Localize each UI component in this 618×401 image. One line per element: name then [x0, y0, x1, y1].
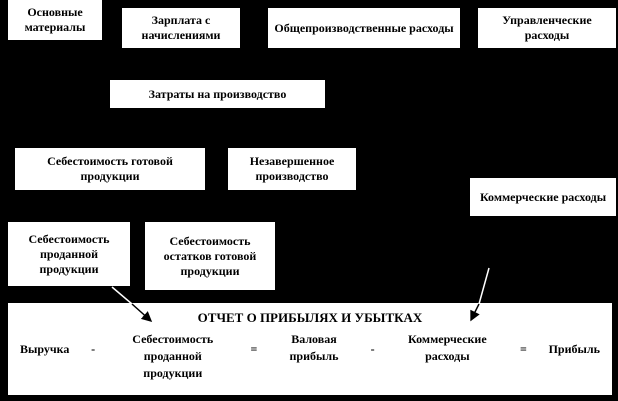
- formula-minus-2: -: [370, 342, 375, 356]
- box-overhead-costs: Общепроизводственные расходы: [268, 8, 460, 48]
- box-admin-costs: Управленческие расходы: [478, 8, 616, 48]
- box-cost-of-goods-sold: Себестоимость проданной продукции: [8, 222, 130, 286]
- formula-equals-2: =: [520, 342, 527, 356]
- formula-profit: Прибыль: [548, 342, 600, 356]
- formula-cogs: Себестоимость проданной продукции: [132, 332, 214, 380]
- report-title: ОТЧЕТ О ПРИБЫЛЯХ И УБЫТКАХ: [197, 310, 423, 325]
- box-finished-goods-cost: Себестоимость готовой продукции: [15, 148, 205, 190]
- formula-minus-1: -: [91, 342, 96, 356]
- formula-revenue: Выручка: [20, 342, 70, 356]
- income-statement-box: ОТЧЕТ О ПРИБЫЛЯХ И УБЫТКАХ Выручка - Себ…: [8, 303, 612, 395]
- box-basic-materials: Основные материалы: [8, 0, 102, 40]
- box-work-in-progress: Незавершенное производство: [228, 148, 356, 190]
- formula-gross-profit: Валовая прибыль: [289, 332, 339, 363]
- box-cost-of-remaining-goods: Себестоимость остатков готовой продукции: [145, 222, 275, 290]
- box-commercial-costs: Коммерческие расходы: [470, 178, 616, 216]
- box-production-costs: Затраты на производство: [110, 80, 325, 108]
- formula-commercial: Коммерческие расходы: [408, 332, 487, 363]
- arrow-commercial-to-report-upper: [478, 267, 490, 305]
- report-formula: Выручка - Себестоимость проданной продук…: [20, 331, 600, 381]
- arrow-cogs-to-report-upper: [111, 286, 133, 305]
- formula-equals-1: =: [250, 342, 258, 356]
- box-salary-with-charges: Зарплата с начислениями: [122, 8, 240, 48]
